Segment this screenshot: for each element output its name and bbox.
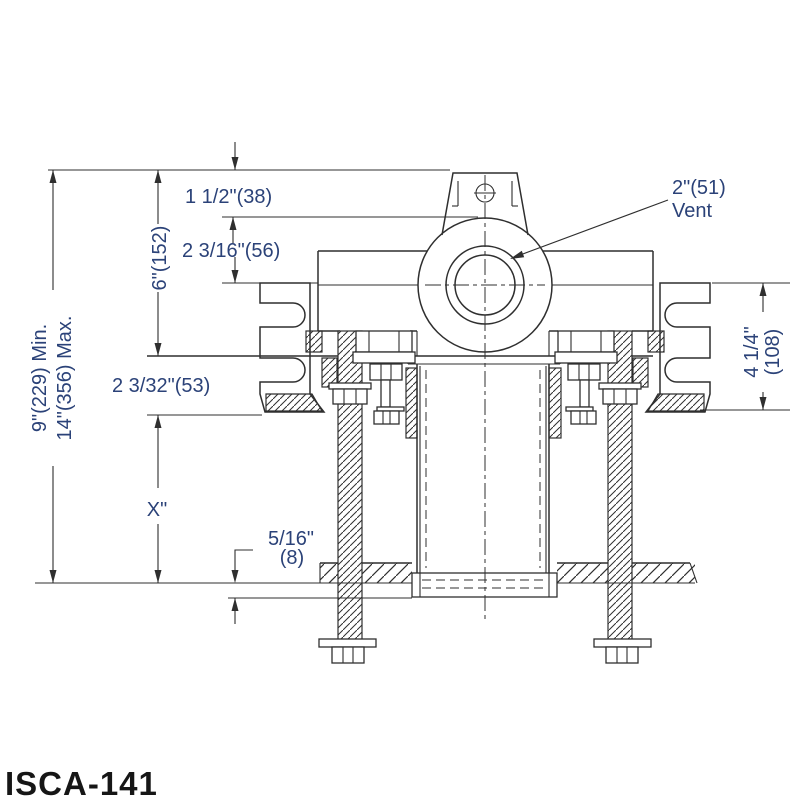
- dim-body-height: 6"(152): [149, 226, 171, 291]
- dim-flange-height-in: 4 1/4": [741, 326, 763, 378]
- left-rod-nut-upper: [328, 382, 372, 405]
- floor-lines: [35, 582, 695, 599]
- vent-text-label: Vent: [672, 200, 712, 222]
- left-rod-nut-lower: [318, 638, 377, 664]
- centerlines: [425, 175, 545, 622]
- left-flange: [259, 282, 326, 413]
- left-clamp-hardware: [352, 330, 416, 425]
- dimension-labels: 1 1/2"(38) 2 3/16"(56) 6"(152) 9"(229) M…: [29, 177, 784, 569]
- drawing-title: ISCA-141: [5, 765, 158, 800]
- dim-overall-min: 9"(229) Min.: [29, 324, 51, 432]
- right-rod-nut-upper: [598, 382, 642, 405]
- top-bracket: [441, 172, 529, 236]
- vent-leader-arrow: [510, 250, 525, 259]
- dim-vent-center: 2 3/16"(56): [182, 240, 280, 262]
- dim-overall-max: 14"(356) Max.: [54, 316, 76, 441]
- left-anchor-rod: [337, 330, 363, 641]
- right-clamp-hardware: [554, 330, 618, 425]
- vent-size-label: 2"(51): [672, 177, 726, 199]
- right-rod-nut-lower: [593, 638, 652, 664]
- dim-flange-height-mm: (108): [762, 329, 784, 376]
- dim-floor-lip-in: 5/16": [268, 528, 314, 550]
- dim-floor-lip-mm: (8): [280, 547, 304, 569]
- dim-top-offset: 1 1/2"(38): [185, 186, 272, 208]
- dimension-graphics: [48, 142, 790, 624]
- dim-adjust: X": [147, 499, 167, 521]
- right-anchor-rod: [607, 330, 633, 641]
- vent-leader-line: [511, 199, 669, 259]
- dim-flange-drop: 2 3/32"(53): [112, 375, 210, 397]
- right-flange: [644, 282, 711, 413]
